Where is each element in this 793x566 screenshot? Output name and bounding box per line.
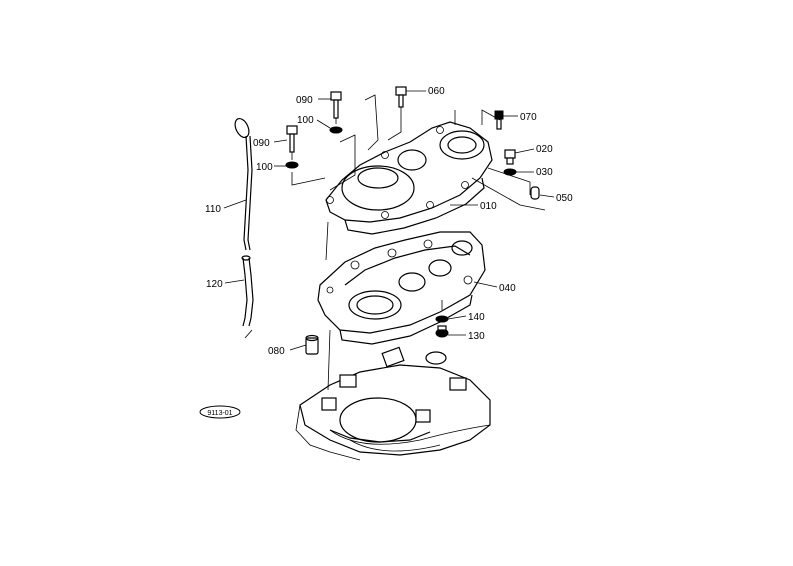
callout-100-lower: 100 xyxy=(256,162,273,173)
callout-090-upper: 090 xyxy=(296,95,313,106)
sleeve-080 xyxy=(305,334,319,355)
callout-050: 050 xyxy=(556,193,573,204)
assembly-guide-lines xyxy=(291,94,546,391)
pin-050 xyxy=(530,186,540,200)
callout-100-upper: 100 xyxy=(297,115,314,126)
washer-100-lower xyxy=(285,161,299,169)
leader-lines xyxy=(223,90,555,351)
engine-block xyxy=(295,346,491,461)
callout-070: 070 xyxy=(520,112,537,123)
callout-labels: 010 020 030 040 050 060 070 080 090 090 … xyxy=(205,86,573,357)
callout-040: 040 xyxy=(499,283,516,294)
oil-dipstick xyxy=(234,117,253,251)
washer-140 xyxy=(435,315,449,323)
plug-130 xyxy=(435,325,449,338)
callout-120: 120 xyxy=(206,279,223,290)
bolt-090-lower xyxy=(286,125,298,153)
oil-pump-housing xyxy=(317,231,486,345)
callout-010: 010 xyxy=(480,201,497,212)
callout-020: 020 xyxy=(536,144,553,155)
callout-090-lower: 090 xyxy=(253,138,270,149)
callout-130: 130 xyxy=(468,331,485,342)
washer-100-upper xyxy=(329,126,343,134)
plug-020 xyxy=(504,149,516,165)
gear-case-cover xyxy=(325,121,493,235)
callout-030: 030 xyxy=(536,167,553,178)
callout-140: 140 xyxy=(468,312,485,323)
drawing-id-text: 9113-01 xyxy=(207,410,232,417)
bolt-090-upper xyxy=(330,91,342,119)
drawing-id-tag: 9113-01 xyxy=(199,405,241,419)
bolt-070 xyxy=(494,110,504,130)
callout-060: 060 xyxy=(428,86,445,97)
dipstick-guide xyxy=(241,255,254,339)
bolt-060 xyxy=(395,86,407,108)
callout-110: 110 xyxy=(205,204,221,215)
callout-080: 080 xyxy=(268,346,285,357)
